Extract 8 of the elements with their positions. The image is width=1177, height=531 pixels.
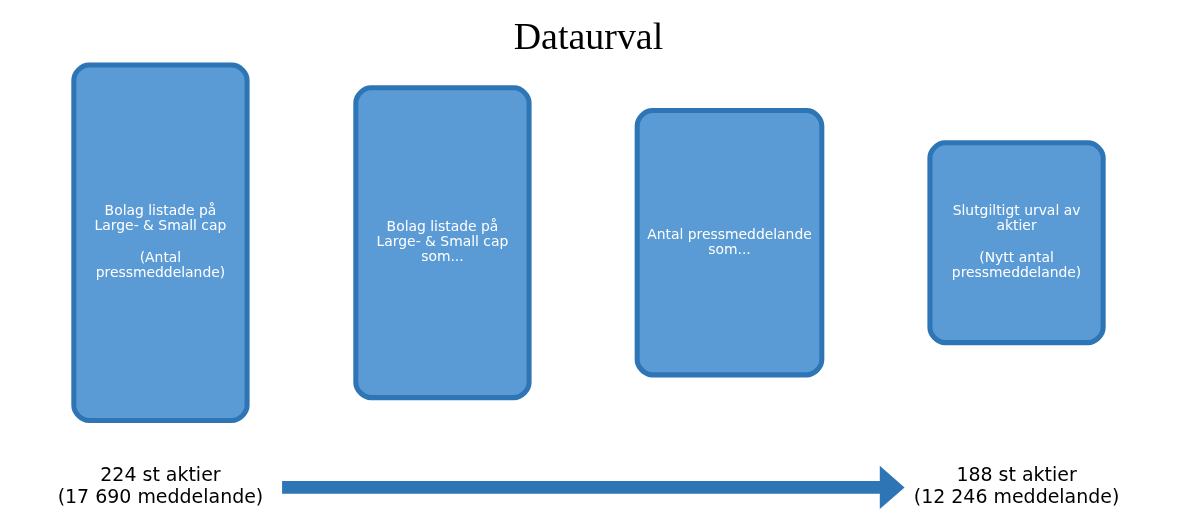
node-box: Bolag listade på Large- & Small cap (Antal pressmeddelande) [71,62,250,423]
diagram-title: Dataurval [513,14,664,57]
arrow [282,465,905,510]
node-text: 224 st aktier (17 690 meddelande) [57,463,264,507]
node-box: Antal pressmeddelande som... [634,108,825,378]
node-box: Bolag listade på Large- & Small cap som... [353,85,532,401]
node-box: Slutgiltigt urval av aktier (Nytt antal pressmeddelande) [927,140,1106,346]
node-text: 188 st aktier (12 246 meddelande) [913,463,1120,507]
